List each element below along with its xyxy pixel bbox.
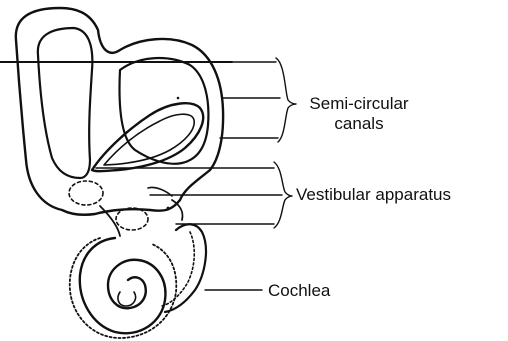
cochlea-spiral: [70, 224, 206, 338]
label-semicircular-line1: Semi-circular: [300, 94, 418, 114]
label-semicircular-canals: Semi-circular canals: [300, 94, 418, 134]
label-cochlea: Cochlea: [268, 281, 330, 301]
semicircular-canals: [0, 8, 232, 215]
vestibular-region: [69, 181, 183, 236]
label-semicircular-line2: canals: [300, 114, 418, 134]
label-leaders: [96, 58, 296, 290]
label-vestibular-apparatus: Vestibular apparatus: [296, 185, 451, 205]
